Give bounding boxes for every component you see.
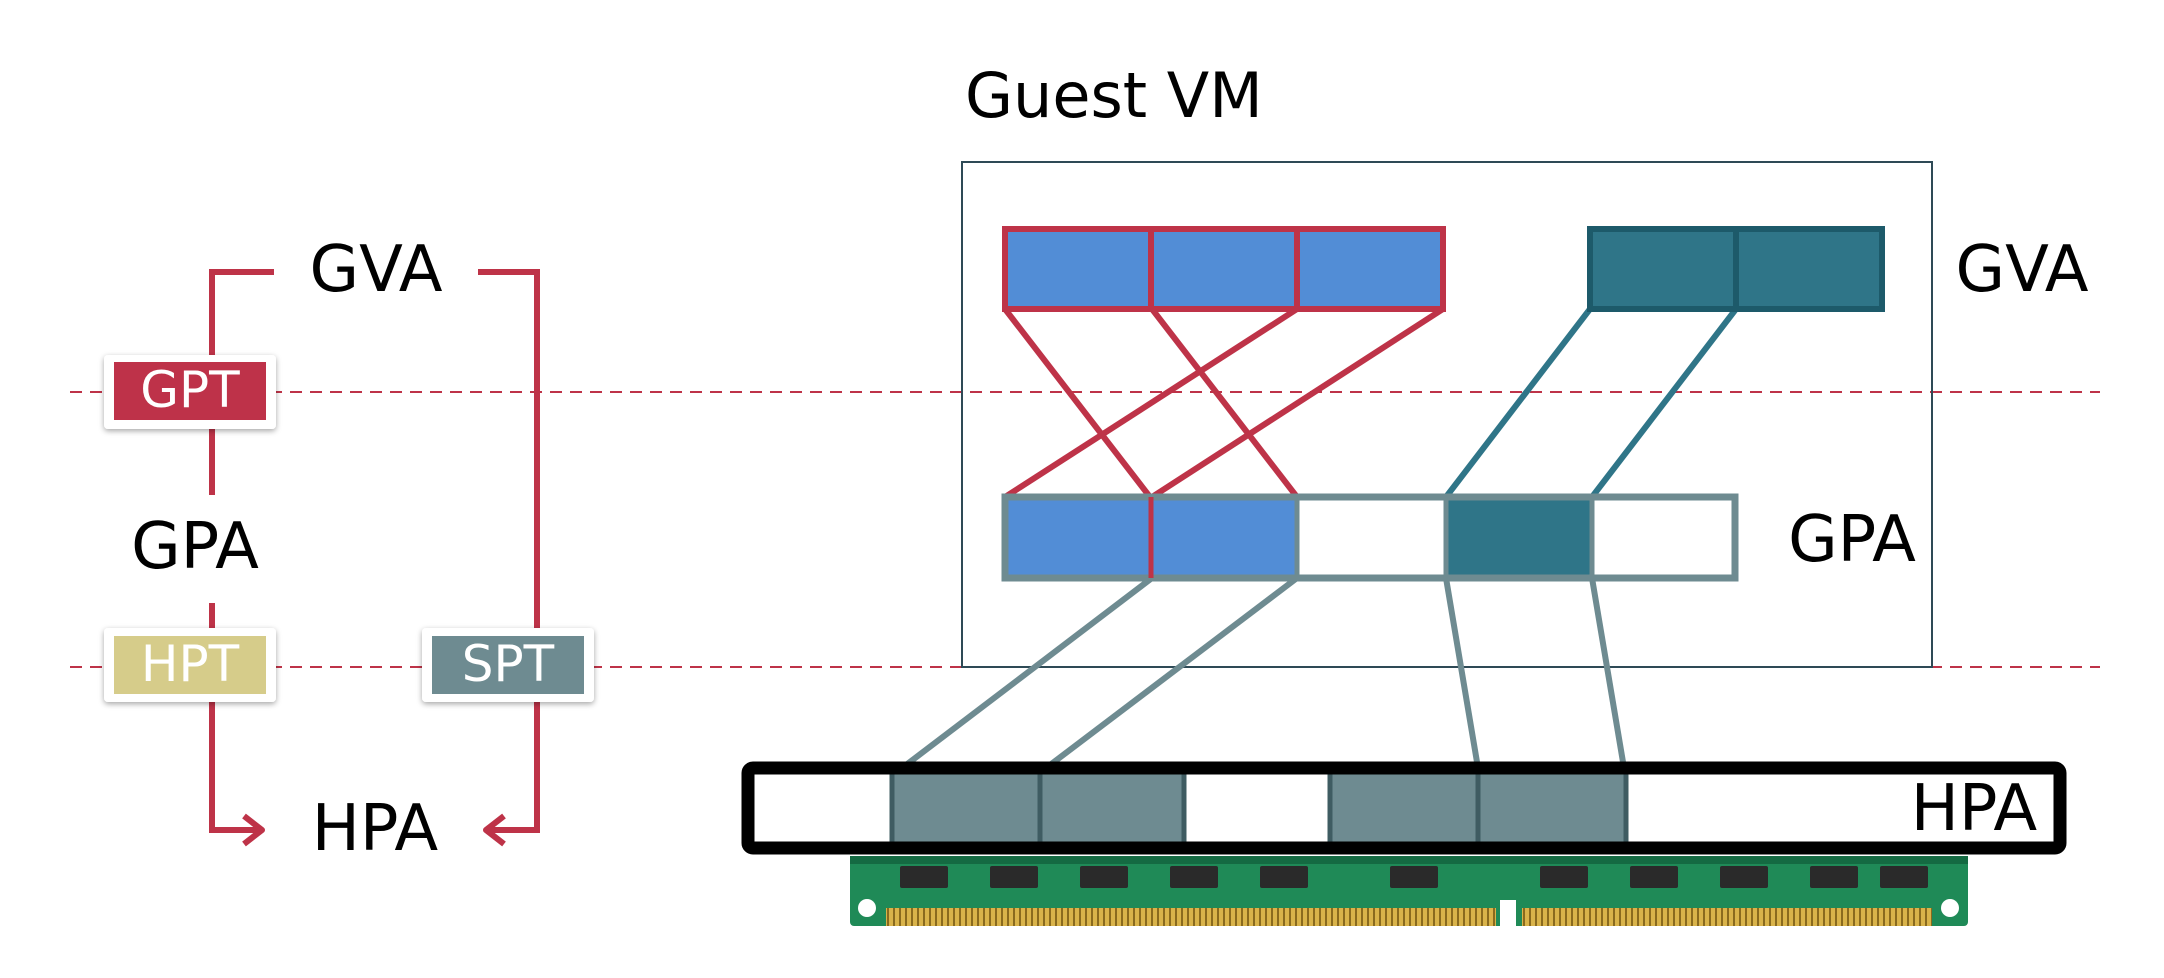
spt-badge (422, 628, 594, 702)
spt-path (478, 269, 540, 833)
guest-vm-frame (961, 161, 1933, 668)
hpa-arrowhead-right (483, 813, 506, 847)
gva-to-gpa-mappings-teal (1443, 307, 1739, 499)
guest-vm-title: Guest VM (965, 59, 1263, 132)
gva-pages-teal (1587, 226, 1885, 312)
spt-label: SPT (462, 635, 555, 693)
flow-gva-label: GVA (309, 233, 442, 307)
gpt-badge (104, 355, 276, 429)
gva-pages-red (1002, 226, 1446, 312)
translation-flow: GVA GPA HPA GPT HPT SPT (104, 233, 594, 866)
hpa-row-label: HPA (1911, 772, 2038, 846)
flow-hpa-label: HPA (312, 792, 439, 866)
hpt-badge (104, 628, 276, 702)
hpt-label: HPT (141, 635, 240, 693)
gva-row-label: GVA (1955, 233, 2088, 307)
gpa-to-hpa-mappings (900, 575, 1627, 771)
gpt-label: GPT (140, 361, 240, 419)
flow-gpa-label: GPA (131, 510, 259, 584)
hpa-pages (741, 761, 2067, 855)
gva-to-gpa-mappings-red (1002, 306, 1445, 500)
hpa-arrowhead-left (242, 813, 265, 847)
gpa-pages (1001, 493, 1739, 582)
ram-module-icon (850, 856, 1968, 930)
gpa-row-label: GPA (1788, 503, 1916, 577)
